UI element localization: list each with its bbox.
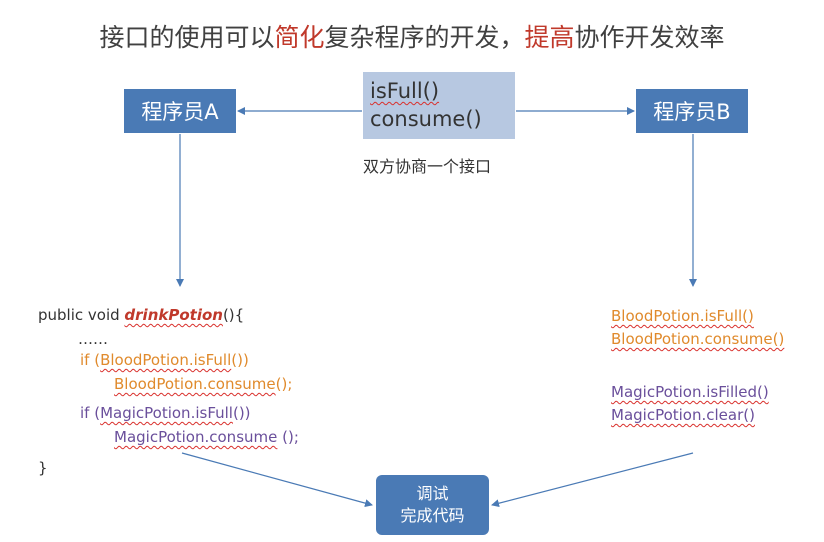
signature-prefix: public void: [38, 306, 125, 324]
programmer-b-label: 程序员B: [653, 100, 731, 124]
if-suffix: ()): [232, 404, 251, 422]
title-text-3: 协作开发效率: [574, 23, 725, 52]
blood-consume-call: BloodPotion.consume: [114, 375, 276, 393]
code-if-blood: if (BloodPotion.isFull()): [80, 351, 249, 369]
body-suffix: ();: [275, 375, 293, 393]
if-blood-call: BloodPotion.isFull: [100, 351, 232, 369]
code-signature: public void drinkPotion(){: [38, 306, 244, 324]
title-text-2: 复杂程序的开发，: [324, 23, 525, 52]
code-ellipsis: ……: [78, 330, 108, 348]
interface-box: isFull() consume(): [363, 72, 515, 139]
right-code-magic-clear: MagicPotion.clear(): [611, 406, 755, 424]
signature-suffix: (){: [222, 306, 245, 324]
arrow-right-code-to-result: [491, 452, 694, 508]
code-blood-consume: BloodPotion.consume();: [114, 375, 292, 393]
programmer-a-label: 程序员A: [141, 100, 219, 124]
programmer-a-box: 程序员A: [124, 89, 236, 133]
result-label-debug: 调试: [416, 484, 449, 503]
right-code-blood-consume: BloodPotion.consume(): [611, 330, 785, 348]
if-magic-call: MagicPotion.isFull: [100, 404, 233, 422]
right-code-magic-isfilled: MagicPotion.isFilled(): [611, 383, 769, 401]
method-name: drinkPotion: [124, 306, 223, 324]
title-highlight-improve: 提高: [524, 23, 575, 52]
right-code-blood-isfull: BloodPotion.isFull(): [611, 307, 754, 325]
body-suffix: ();: [277, 428, 299, 446]
negotiate-label: 双方协商一个接口: [363, 157, 492, 176]
result-box: 调试 完成代码: [376, 475, 489, 535]
if-prefix: if (: [80, 404, 101, 422]
slide-title: 接口的使用可以简化复杂程序的开发，提高协作开发效率: [0, 18, 824, 54]
title-text-1: 接口的使用可以: [99, 23, 275, 52]
arrow-left-code-to-result: [181, 452, 373, 508]
code-if-magic: if (MagicPotion.isFull()): [80, 404, 251, 422]
code-closing-brace: }: [38, 459, 48, 477]
programmer-b-box: 程序员B: [636, 89, 748, 133]
magic-consume-call: MagicPotion.consume: [114, 428, 278, 446]
result-label-complete: 完成代码: [400, 506, 465, 525]
if-suffix: ()): [231, 351, 249, 369]
interface-method-isfull: isFull(): [370, 79, 440, 103]
code-magic-consume: MagicPotion.consume ();: [114, 428, 299, 446]
if-prefix: if (: [80, 351, 101, 369]
interface-method-consume: consume(): [370, 107, 482, 131]
title-highlight-simplify: 简化: [274, 23, 325, 52]
